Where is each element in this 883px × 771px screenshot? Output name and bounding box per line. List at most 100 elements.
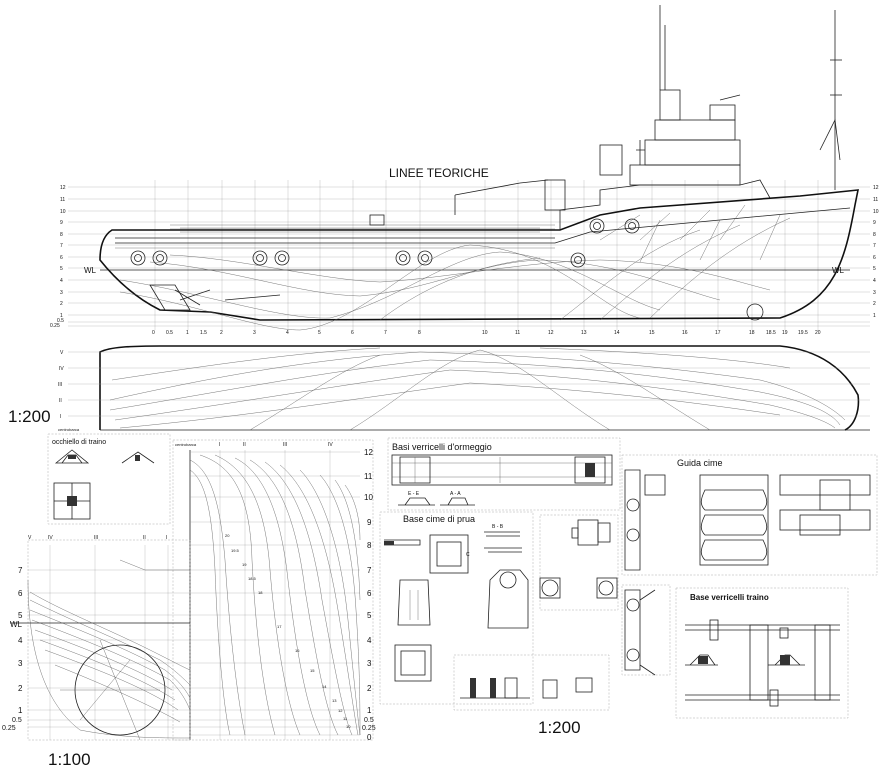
half-breadth-plan: V IV III II I centrobarca <box>58 345 870 432</box>
bp-btkr-i: I <box>219 442 220 448</box>
buttock-i: I <box>60 414 61 420</box>
station-15: 15 <box>649 330 655 336</box>
station-1-5: 1.5 <box>200 330 207 336</box>
station-20: 20 <box>815 330 821 336</box>
tick-r-7: 7 <box>873 243 876 249</box>
tick-r-5: 5 <box>873 266 876 272</box>
bp-h-5: 5 <box>367 611 372 620</box>
bp-h-12: 12 <box>364 448 373 457</box>
tick-12: 12 <box>60 185 66 191</box>
bpl-h-4: 4 <box>18 636 23 645</box>
bp-st-18-5: 18.5 <box>248 576 257 581</box>
profile-view <box>68 5 870 331</box>
bp-h-10: 10 <box>364 493 373 502</box>
tick-r-12: 12 <box>873 185 879 191</box>
bp-btk-ii: II <box>143 535 146 541</box>
tick-10: 10 <box>60 209 66 215</box>
bp-st-14: 14 <box>322 684 327 689</box>
bp-btkr-iii: III <box>283 442 287 448</box>
tick-r-2: 2 <box>873 301 876 307</box>
station-0: 0 <box>152 330 155 336</box>
bp-st-13: 13 <box>332 698 337 703</box>
station-11: 11 <box>515 330 520 336</box>
tick-4: 4 <box>60 278 63 284</box>
bp-h-11: 11 <box>364 472 373 481</box>
bpl-h-2: 2 <box>18 684 23 693</box>
bp-h-0-5: 0.5 <box>364 717 374 724</box>
station-7: 7 <box>384 330 387 336</box>
profile-height-ticks-left: 12 11 10 9 8 7 6 5 4 3 2 1 0.5 0.25 <box>50 185 66 329</box>
bp-st-11: 11 <box>343 716 348 721</box>
base-verricelli-traino-panel: Base verricelli traino <box>675 587 849 719</box>
station-6: 6 <box>351 330 354 336</box>
section-c: C <box>466 552 470 558</box>
tick-r-3: 3 <box>873 290 876 296</box>
base-cime-prua-label: Base cime di prua <box>403 514 475 524</box>
body-plan-station-labels: 20 19.5 19 18.5 18 17 16 15 14 13 12 11 … <box>225 533 351 729</box>
bp-st-15: 15 <box>310 668 315 673</box>
scale-label-1-200-bottom: 1:200 <box>538 718 581 737</box>
bp-h-1: 1 <box>367 706 372 715</box>
bp-st-17: 17 <box>277 624 282 629</box>
bp-btk-iii: III <box>94 535 98 541</box>
station-18: 18 <box>749 330 755 336</box>
profile-station-ticks: 0 0.5 1 1.5 2 3 4 5 6 7 8 10 11 12 13 14… <box>152 330 821 336</box>
winch-motor-drawings <box>539 514 619 611</box>
tick-8: 8 <box>60 232 63 238</box>
buttock-iii: III <box>58 382 62 388</box>
bp-btk-i: I <box>166 535 167 541</box>
bp-btk-iv: IV <box>48 535 53 541</box>
station-10: 10 <box>482 330 488 336</box>
station-14: 14 <box>614 330 620 336</box>
bp-wl-label: WL <box>10 620 23 629</box>
buttock-iv: IV <box>59 366 64 372</box>
station-12: 12 <box>548 330 554 336</box>
bp-st-19: 19 <box>242 562 247 567</box>
bp-h-0-25: 0.25 <box>362 725 376 732</box>
section-e-e: E - E <box>408 491 420 497</box>
tick-r-11: 11 <box>873 197 878 203</box>
bpl-h-6: 6 <box>18 589 23 598</box>
scale-label-1-200-left: 1:200 <box>8 407 51 426</box>
guida-cime-label: Guida cime <box>677 458 723 468</box>
station-3: 3 <box>253 330 256 336</box>
bp-st-16: 16 <box>295 648 300 653</box>
station-4: 4 <box>286 330 289 336</box>
bpl-h-1: 1 <box>18 706 23 715</box>
body-plan-buttocks: V IV III II I centrobarca I II III IV <box>28 442 333 541</box>
wl-left-label: WL <box>84 266 97 275</box>
bp-h-7: 7 <box>367 566 372 575</box>
lower-detail-panel <box>453 654 610 711</box>
bp-btk-v: V <box>28 535 32 541</box>
bpl-h-5: 5 <box>18 611 23 620</box>
tick-9: 9 <box>60 220 63 226</box>
guida-cime-side-panel <box>621 584 671 676</box>
bp-st-12: 12 <box>338 708 343 713</box>
bp-st-19-5: 19.5 <box>231 548 240 553</box>
plan-centerline-label: centrobarca <box>58 427 80 432</box>
tick-r-9: 9 <box>873 220 876 226</box>
station-19-5: 19.5 <box>798 330 808 336</box>
station-0-5: 0.5 <box>166 330 173 336</box>
station-17: 17 <box>715 330 721 336</box>
buttock-ii: II <box>59 398 62 404</box>
tick-2: 2 <box>60 301 63 307</box>
tick-6: 6 <box>60 255 63 261</box>
basi-ormeggio-label: Basi verricelli d'ormeggio <box>392 442 492 452</box>
base-verricelli-traino-label: Base verricelli traino <box>690 593 769 602</box>
tick-0-25: 0.25 <box>50 323 60 329</box>
station-16: 16 <box>682 330 688 336</box>
bp-h-8: 8 <box>367 541 372 550</box>
bp-h-3: 3 <box>367 659 372 668</box>
station-13: 13 <box>581 330 587 336</box>
tick-7: 7 <box>60 243 63 249</box>
station-2: 2 <box>220 330 223 336</box>
bp-btkr-ii: II <box>243 442 246 448</box>
bp-cl-label: centrobarca <box>175 442 197 447</box>
bp-h-2: 2 <box>367 684 372 693</box>
tick-1: 1 <box>60 313 63 319</box>
tick-3: 3 <box>60 290 63 296</box>
occhiello-panel: occhiello di traino <box>47 433 171 525</box>
bpl-h-0-25: 0.25 <box>2 725 16 732</box>
bpl-h-0-5: 0.5 <box>12 717 22 724</box>
